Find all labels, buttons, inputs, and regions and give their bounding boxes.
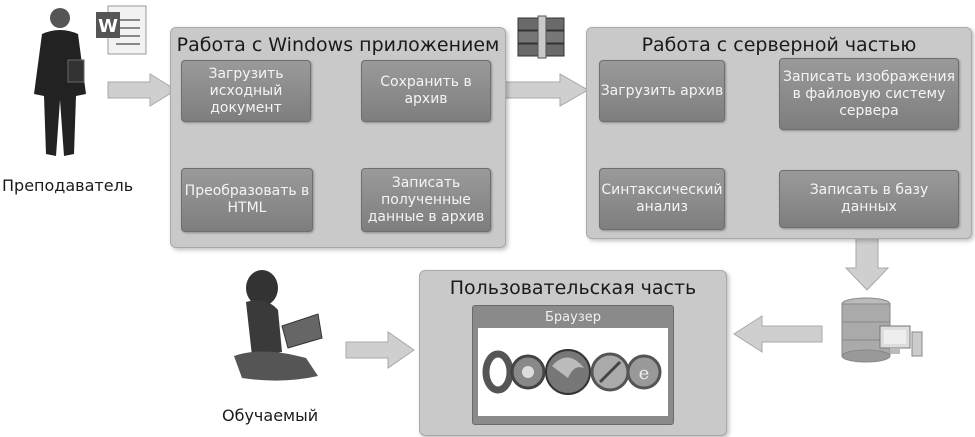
write-images-box: Записать изображения в файловую систему … xyxy=(779,58,959,130)
arrow-db-to-user xyxy=(733,315,823,353)
browser-content: e xyxy=(478,328,668,416)
write-archive-box: Записать полученные данные в архив xyxy=(361,168,491,232)
browser-logos-icon: e xyxy=(482,349,662,395)
teacher-figure xyxy=(34,8,86,156)
server-title: Работа с серверной частью xyxy=(641,34,917,56)
save-archive-box: Сохранить в архив xyxy=(361,60,491,122)
arrow-student-to-user xyxy=(345,331,415,369)
database-server-icon xyxy=(841,297,923,363)
svg-text:W: W xyxy=(98,16,118,37)
parse-box: Синтаксический анализ xyxy=(599,168,725,230)
arrow-server-to-db xyxy=(844,235,890,291)
svg-text:e: e xyxy=(639,363,650,384)
browser-label: Браузер xyxy=(545,310,601,325)
windows-app-panel: Работа с Windows приложением Загрузить и… xyxy=(170,27,506,248)
user-part-panel: Пользовательская часть Браузер e xyxy=(419,270,727,436)
student-label: Обучаемый xyxy=(222,406,319,425)
windows-app-title: Работа с Windows приложением xyxy=(176,34,500,56)
load-document-box: Загрузить исходный документ xyxy=(181,60,311,122)
word-document-icon: W xyxy=(96,5,147,55)
convert-html-box: Преобразовать в HTML xyxy=(181,168,313,232)
server-panel: Работа с серверной частью Загрузить архи… xyxy=(586,27,972,239)
browser-window: Браузер e xyxy=(472,305,674,425)
archive-icon xyxy=(517,15,565,59)
write-db-box: Записать в базу данных xyxy=(779,170,959,228)
arrow-app-to-server xyxy=(491,73,590,107)
teacher-label: Преподаватель xyxy=(2,176,134,195)
student-figure xyxy=(234,270,323,381)
user-part-title: Пользовательская часть xyxy=(449,277,697,299)
load-archive-box: Загрузить архив xyxy=(599,60,725,122)
arrow-teacher-to-app xyxy=(107,73,177,107)
